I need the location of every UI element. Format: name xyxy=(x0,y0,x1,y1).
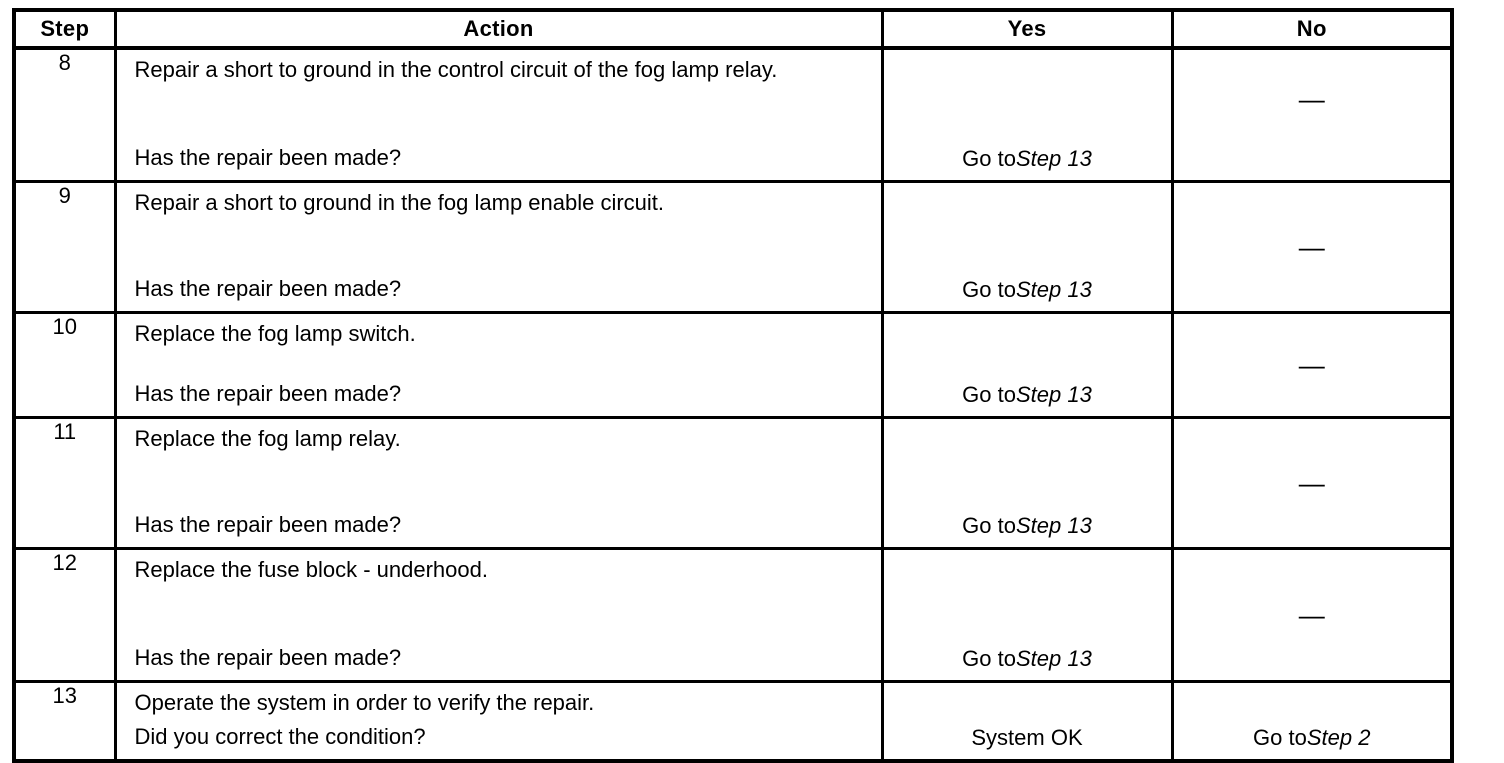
yes-result-text: Go to xyxy=(962,382,1016,407)
yes-result-text: Go to xyxy=(962,146,1016,171)
action-cell: Repair a short to ground in the fog lamp… xyxy=(113,180,884,314)
action-cell: Replace the fog lamp switch. Has the rep… xyxy=(113,311,884,419)
action-text: Replace the fuse block - underhood. xyxy=(134,557,488,582)
action-text: Repair a short to ground in the control … xyxy=(134,57,778,82)
table-row: 9 Repair a short to ground in the fog la… xyxy=(12,180,1454,314)
table-row: 8 Repair a short to ground in the contro… xyxy=(12,46,1454,183)
yes-cell: Go to Step 13 xyxy=(880,180,1174,314)
action-column-header: Action xyxy=(113,8,884,50)
yes-step-reference: Step 13 xyxy=(1015,382,1092,407)
no-cell: — xyxy=(1170,547,1454,683)
action-text: Replace the fog lamp switch. xyxy=(134,321,416,346)
step-number: 11 xyxy=(12,416,117,550)
yes-step-reference: Step 13 xyxy=(1015,513,1092,538)
step-number: 10 xyxy=(12,311,117,419)
question-text: Has the repair been made? xyxy=(134,645,402,670)
question-text: Did you correct the condition? xyxy=(134,724,426,749)
action-cell: Replace the fog lamp relay. Has the repa… xyxy=(113,416,884,550)
table-row: 12 Replace the fuse block - underhood. H… xyxy=(12,547,1454,683)
yes-step-reference: Step 13 xyxy=(1015,277,1092,302)
step-number: 13 xyxy=(12,680,117,763)
table-header-row: Step Action Yes No xyxy=(12,8,1454,50)
no-column-header: No xyxy=(1170,8,1454,50)
question-text: Has the repair been made? xyxy=(134,145,402,170)
step-number: 8 xyxy=(12,46,117,183)
diagnostic-table: Step Action Yes No 8 Repair a short to g… xyxy=(12,8,1454,763)
table-row: 10 Replace the fog lamp switch. Has the … xyxy=(12,311,1454,419)
step-number: 12 xyxy=(12,547,117,683)
question-text: Has the repair been made? xyxy=(134,276,402,301)
yes-cell: Go to Step 13 xyxy=(880,547,1174,683)
table-row: 13 Operate the system in order to verify… xyxy=(12,680,1454,763)
no-step-reference: Step 2 xyxy=(1306,725,1371,750)
action-text: Operate the system in order to verify th… xyxy=(134,690,595,715)
action-cell: Repair a short to ground in the control … xyxy=(113,46,884,183)
yes-cell: Go to Step 13 xyxy=(880,46,1174,183)
no-cell: — xyxy=(1170,46,1454,183)
yes-result-text: Go to xyxy=(962,513,1016,538)
table-row: 11 Replace the fog lamp relay. Has the r… xyxy=(12,416,1454,550)
yes-step-reference: Step 13 xyxy=(1015,646,1092,671)
yes-cell: System OK xyxy=(880,680,1174,763)
yes-result-text: System OK xyxy=(971,725,1083,750)
question-text: Has the repair been made? xyxy=(134,381,402,406)
no-cell: — xyxy=(1170,416,1454,550)
no-cell: Go to Step 2 xyxy=(1170,680,1454,763)
action-cell: Operate the system in order to verify th… xyxy=(113,680,884,763)
step-column-header: Step xyxy=(12,8,117,50)
no-cell: — xyxy=(1170,311,1454,419)
action-text: Repair a short to ground in the fog lamp… xyxy=(134,190,665,215)
step-number: 9 xyxy=(12,180,117,314)
yes-result-text: Go to xyxy=(962,646,1016,671)
no-result-text: Go to xyxy=(1253,725,1307,750)
question-text: Has the repair been made? xyxy=(134,512,402,537)
yes-result-text: Go to xyxy=(962,277,1016,302)
no-cell: — xyxy=(1170,180,1454,314)
yes-cell: Go to Step 13 xyxy=(880,416,1174,550)
action-text: Replace the fog lamp relay. xyxy=(134,426,401,451)
yes-step-reference: Step 13 xyxy=(1015,146,1092,171)
action-cell: Replace the fuse block - underhood. Has … xyxy=(113,547,884,683)
yes-column-header: Yes xyxy=(880,8,1174,50)
yes-cell: Go to Step 13 xyxy=(880,311,1174,419)
